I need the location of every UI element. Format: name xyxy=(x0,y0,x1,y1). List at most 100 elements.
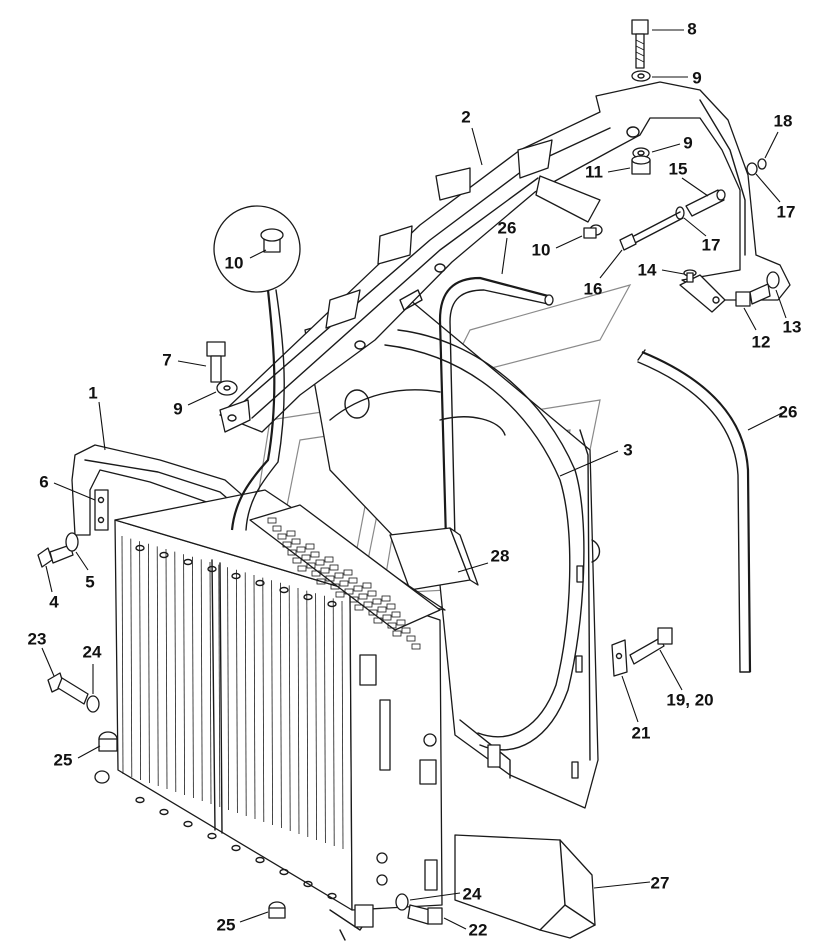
grid-cell xyxy=(381,595,391,602)
radiator-fin xyxy=(227,567,230,811)
callout-c17a: 17 xyxy=(777,202,796,221)
radiator-slot xyxy=(255,856,265,864)
radiator-slot xyxy=(135,796,145,804)
radiator-fin xyxy=(271,580,274,826)
grid-cell xyxy=(363,601,373,608)
grid-cell xyxy=(329,564,339,571)
callout-c2: 2 xyxy=(461,107,470,126)
radiator-fin xyxy=(139,541,142,781)
grid-cell xyxy=(396,619,406,626)
radiator-slot xyxy=(207,832,217,840)
callout-c8: 8 xyxy=(687,19,696,38)
grid-cell xyxy=(373,617,383,624)
radiator-fin xyxy=(156,546,159,787)
grid-cell xyxy=(391,611,401,618)
oil-cooler-grid xyxy=(249,504,441,650)
support-block-part-27 xyxy=(454,834,596,939)
grid-cell xyxy=(296,546,306,553)
callout-c10a: 10 xyxy=(532,240,551,259)
grid-cell xyxy=(305,543,315,550)
radiator-fin xyxy=(235,569,238,814)
grid-cell xyxy=(411,643,421,650)
callout-c9a: 9 xyxy=(692,68,701,87)
grid-cell xyxy=(406,635,416,642)
radiator-fin xyxy=(121,535,124,775)
callout-c3: 3 xyxy=(623,440,632,459)
radiator-slot xyxy=(183,820,193,828)
callout-c9c: 9 xyxy=(173,399,182,418)
radiator-slot xyxy=(231,844,241,852)
callout-c21: 21 xyxy=(632,723,651,742)
radiator-fin xyxy=(174,551,177,793)
radiator-slot xyxy=(207,565,217,573)
radiator-fin xyxy=(279,582,282,829)
grid-cell xyxy=(344,588,354,595)
radiator-slot xyxy=(159,808,169,816)
grid-cell xyxy=(301,554,311,561)
callout-c28: 28 xyxy=(491,546,510,565)
grid-cell xyxy=(335,591,345,598)
radiator-fin xyxy=(315,593,318,841)
grid-cell xyxy=(348,577,358,584)
radiator-fin xyxy=(253,574,256,820)
grid-cell xyxy=(349,596,359,603)
callout-c11: 11 xyxy=(585,162,603,181)
callout-c25a: 25 xyxy=(54,750,73,769)
grid-cell xyxy=(310,551,320,558)
radiator-slot xyxy=(255,579,265,587)
callout-c26b: 26 xyxy=(779,402,798,421)
grid-cell xyxy=(286,530,296,537)
callout-c1: 1 xyxy=(88,383,97,402)
grid-cell xyxy=(367,590,377,597)
grid-cell xyxy=(325,575,335,582)
grid-cell xyxy=(334,572,344,579)
radiator-fin xyxy=(332,598,335,847)
callout-c22: 22 xyxy=(469,920,488,939)
grid-cell xyxy=(297,565,307,572)
radiator-fin xyxy=(130,538,133,778)
radiator-slot xyxy=(231,572,241,580)
foam-block-part-28 xyxy=(389,527,479,591)
grid-cell xyxy=(277,533,287,540)
callout-c10b: 10 xyxy=(225,253,244,272)
grid-cell xyxy=(316,578,326,585)
grid-cell xyxy=(292,557,302,564)
grid-cell xyxy=(324,556,334,563)
radiator-fin xyxy=(306,590,309,838)
callout-c19: 19, 20 xyxy=(666,690,713,709)
radiator-slot xyxy=(303,593,313,601)
callout-c26a: 26 xyxy=(498,218,517,237)
radiator-fin xyxy=(147,543,150,784)
radiator-fin xyxy=(297,587,300,835)
radiator-fin xyxy=(244,572,247,817)
seal-strip-part-26-right xyxy=(637,349,752,673)
radiator-slot xyxy=(183,558,193,566)
grid-cell xyxy=(354,604,364,611)
grid-cell xyxy=(362,582,372,589)
radiator-fin xyxy=(262,577,265,823)
grid-cell xyxy=(377,606,387,613)
grid-cell xyxy=(311,570,321,577)
leader-lines xyxy=(41,29,787,930)
grid-cell xyxy=(368,609,378,616)
radiator-slot xyxy=(279,586,289,594)
callout-c13: 13 xyxy=(783,317,802,336)
radiator-slot xyxy=(327,892,337,900)
grid-cell xyxy=(392,630,402,637)
grid-cell xyxy=(315,559,325,566)
radiator-slot xyxy=(327,600,337,608)
callout-c7: 7 xyxy=(162,350,171,369)
detail-bubble xyxy=(213,205,301,531)
upper-frame-part-2 xyxy=(219,81,791,433)
callout-c24b: 24 xyxy=(463,884,482,903)
radiator-slot xyxy=(135,544,145,552)
radiator-core xyxy=(94,489,446,941)
grid-cell xyxy=(267,517,277,524)
callout-c27: 27 xyxy=(651,873,670,892)
grid-cell xyxy=(353,585,363,592)
radiator-slot xyxy=(303,880,313,888)
callout-c17b: 17 xyxy=(702,235,721,254)
